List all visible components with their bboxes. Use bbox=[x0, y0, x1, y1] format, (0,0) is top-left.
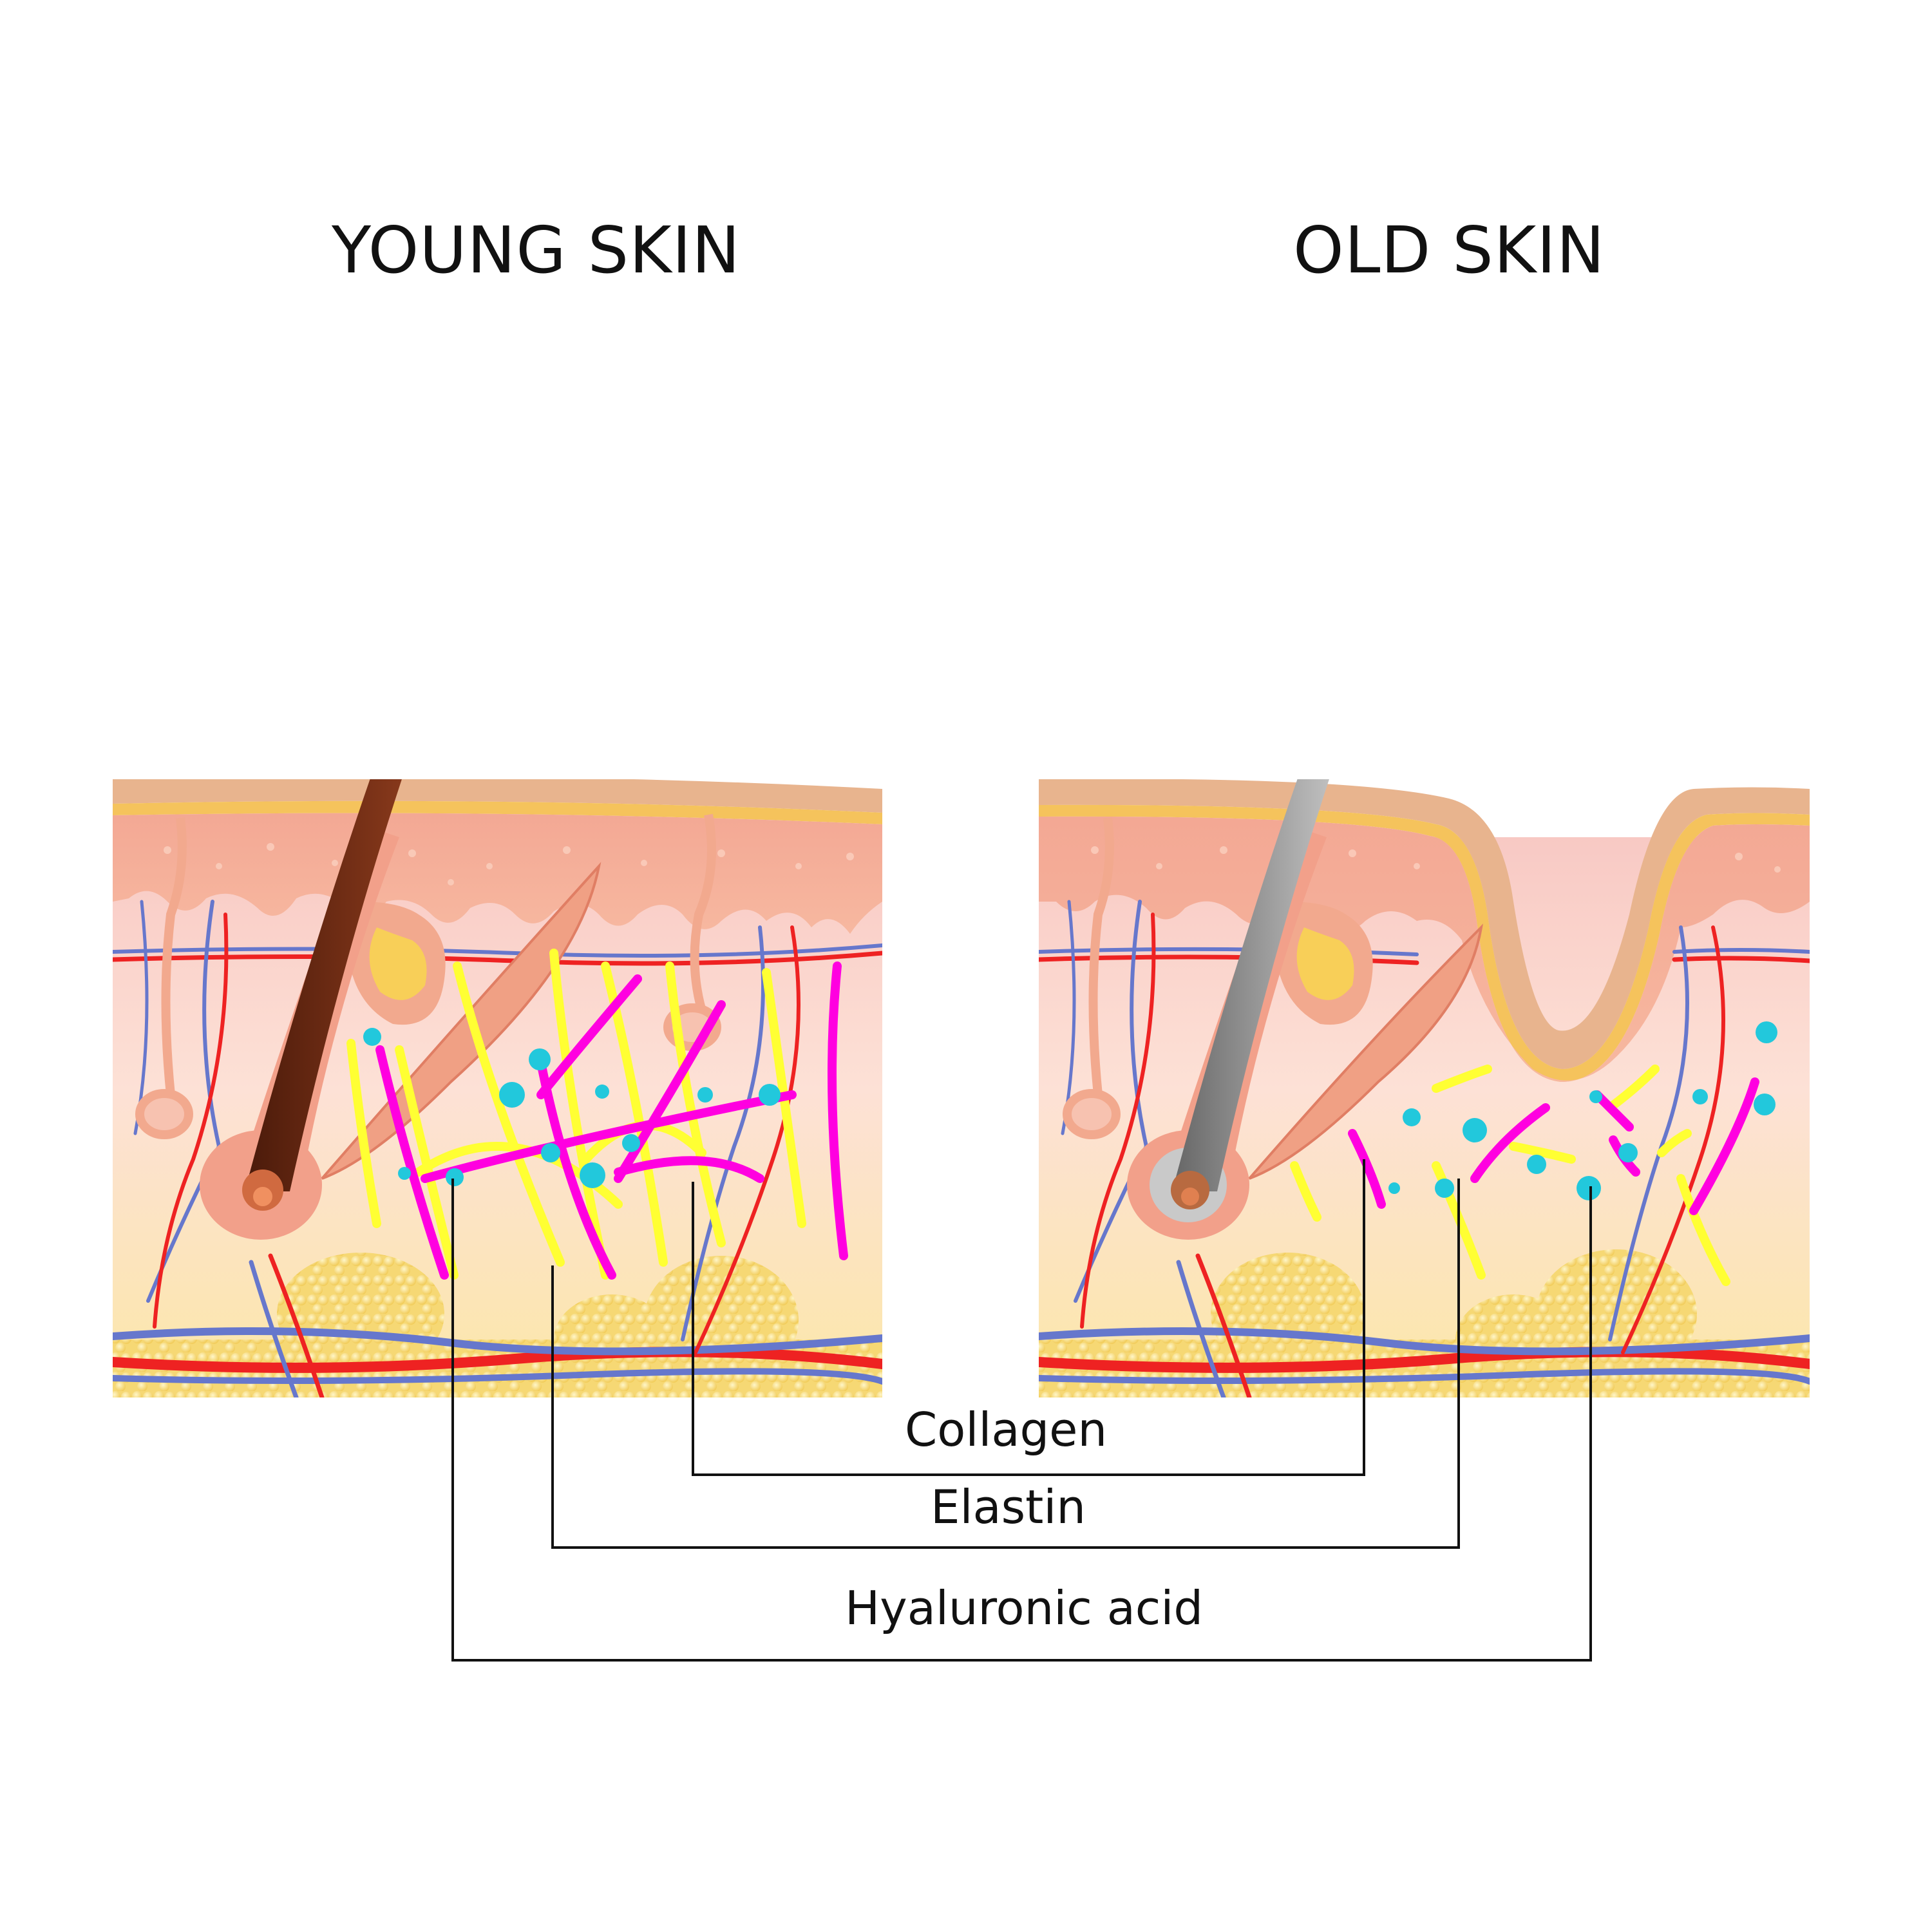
young-skin-title: YOUNG SKIN bbox=[332, 213, 741, 288]
elastin-label: Elastin bbox=[931, 1480, 1086, 1534]
young-skin-panel bbox=[113, 431, 882, 1397]
collagen-label: Collagen bbox=[905, 1403, 1107, 1457]
old-skin-panel bbox=[1039, 431, 1810, 1397]
hyaluronic-acid-label: Hyaluronic acid bbox=[845, 1581, 1203, 1635]
old-skin-title: OLD SKIN bbox=[1293, 213, 1605, 288]
